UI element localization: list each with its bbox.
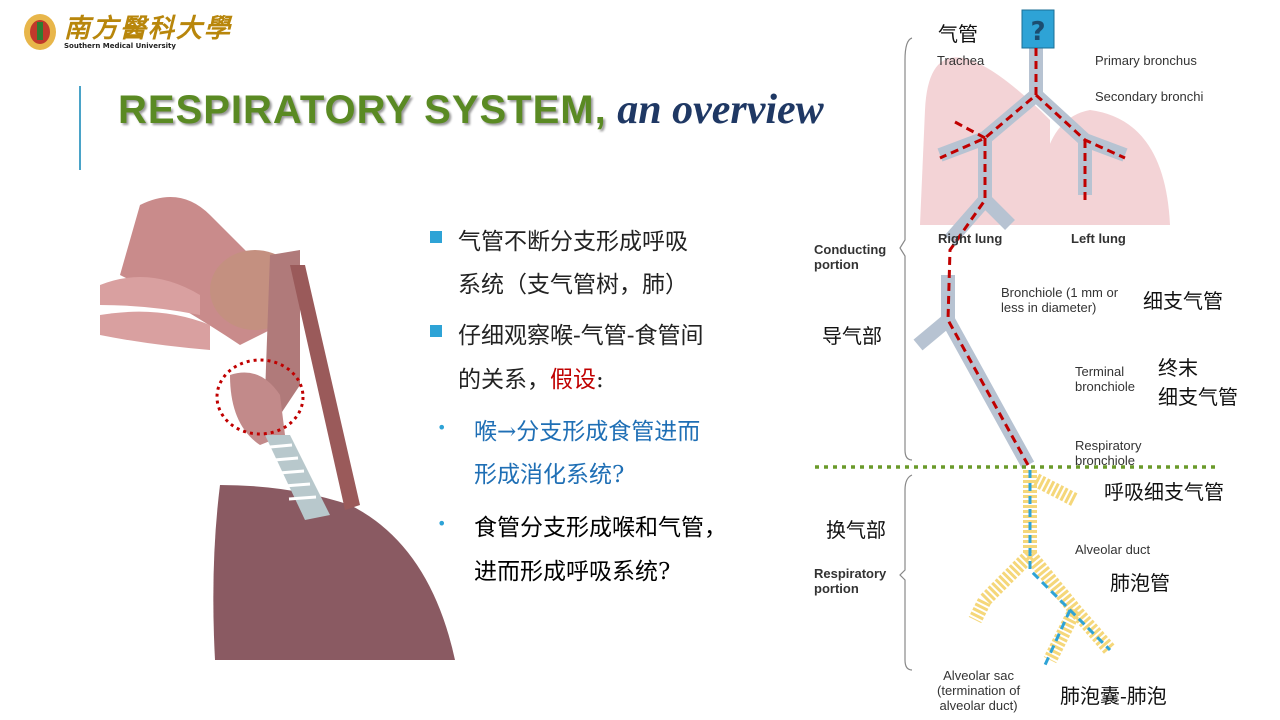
cn-terminal-line-1: 终末 xyxy=(1158,356,1198,380)
bullet-square-icon xyxy=(430,231,442,243)
sac-line-1: Alveolar sac xyxy=(943,668,1014,683)
title-main: RESPIRATORY SYSTEM, xyxy=(118,88,607,132)
bullet-dot-icon: • xyxy=(437,514,447,533)
bullet-square-icon xyxy=(430,325,442,337)
bullet-1-line-2: 系统（支气管树，肺） xyxy=(458,272,688,298)
label-secondary-bronchi: Secondary bronchi xyxy=(1095,89,1204,104)
label-primary-bronchus: Primary bronchus xyxy=(1095,53,1197,68)
bronchiole-line-2: less in diameter) xyxy=(1001,300,1097,315)
conducting-line-1: Conducting xyxy=(814,242,887,257)
title-accent-bar xyxy=(79,86,81,170)
logo-chinese-name: 南方醫科大學 xyxy=(64,14,233,44)
label-left-lung: Left lung xyxy=(1071,231,1126,246)
conducting-line-2: portion xyxy=(814,257,859,272)
sac-line-3: alveolar duct) xyxy=(939,698,1018,713)
hypothesis-1-line-2: 形成消化系统? xyxy=(474,462,625,488)
cn-label-trachea: 气管 xyxy=(938,22,978,46)
airway-diagram: ? xyxy=(815,9,1215,671)
bronchiole-line-1: Bronchiole (1 mm or xyxy=(1001,285,1119,300)
label-trachea: Trachea xyxy=(937,53,985,68)
sac-line-2: (termination of xyxy=(937,683,1021,698)
cn-label-bronchiole: 细支气管 xyxy=(1143,289,1223,313)
label-alveolar-duct: Alveolar duct xyxy=(1075,542,1151,557)
logo-english-name: Southern Medical University xyxy=(64,42,176,50)
cn-label-alveolar-sac: 肺泡囊-肺泡 xyxy=(1060,684,1167,708)
resp-bronchiole-line-2: bronchiole xyxy=(1075,453,1135,468)
anatomy-3d-image xyxy=(100,197,455,660)
bullet-2-line-2: 的关系，假设: xyxy=(458,360,604,394)
hypothesis-2-line-2: 进而形成呼吸系统? xyxy=(474,559,671,585)
cn-terminal-line-2: 细支气管 xyxy=(1158,385,1238,409)
cn-label-terminal: 终末细支气管 xyxy=(1158,354,1238,412)
hypothesis-1-line-1: 喉→分支形成食管进而 xyxy=(474,419,701,445)
label-right-lung: Right lung xyxy=(938,231,1003,246)
bullet-1-line-1: 气管不断分支形成呼吸 xyxy=(458,229,688,255)
bullet-2-tail: : xyxy=(596,367,604,393)
cn-label-respiratory: 换气部 xyxy=(826,518,886,542)
terminal-line-2: bronchiole xyxy=(1075,379,1135,394)
terminal-line-1: Terminal xyxy=(1075,364,1125,379)
university-seal-icon xyxy=(24,14,56,50)
cn-label-conducting: 导气部 xyxy=(822,324,882,348)
slide-title: RESPIRATORY SYSTEM, an overview xyxy=(118,86,824,134)
hypothesis-highlight: 假设 xyxy=(550,367,596,393)
cn-label-alveolar-duct: 肺泡管 xyxy=(1110,571,1170,595)
title-sub: an overview xyxy=(606,87,824,133)
question-mark: ? xyxy=(1030,17,1045,47)
resp-bronchiole-line-1: Respiratory xyxy=(1075,438,1142,453)
bullet-2-text: 的关系， xyxy=(458,367,550,393)
bullet-dot-icon: • xyxy=(437,418,447,437)
respiratory-line-1: Respiratory xyxy=(814,566,887,581)
hypothesis-2-line-1: 食管分支形成喉和气管， xyxy=(474,515,727,541)
bullet-2-line-1: 仔细观察喉-气管-食管间 xyxy=(458,323,704,349)
respiratory-line-2: portion xyxy=(814,581,859,596)
highlight-circle xyxy=(215,358,305,436)
cn-label-resp-bronchiole: 呼吸细支气管 xyxy=(1104,480,1224,504)
